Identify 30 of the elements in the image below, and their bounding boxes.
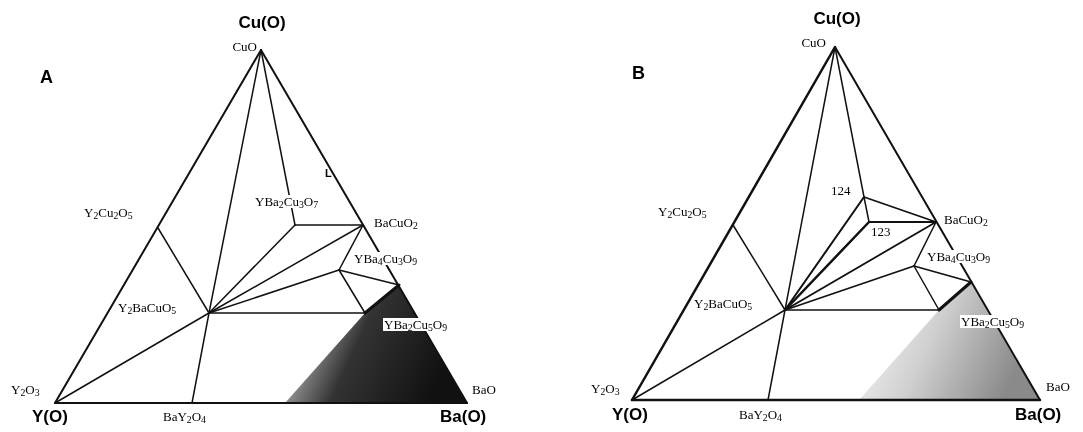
panel-label: A — [40, 68, 53, 86]
phase-label: L — [325, 168, 332, 179]
compound-label: YBa$_{2}$Cu$_{3}$O$_{7}$ — [254, 195, 320, 208]
compound-label: 124 — [830, 184, 852, 197]
vertex-label: Y(O) — [32, 408, 68, 425]
compound-label: 123 — [870, 225, 892, 238]
compound-label: Y$_{2}$O$_{3}$ — [590, 382, 621, 395]
compound-label: YBa$_{2}$Cu$_{5}$O$_{9}$ — [383, 318, 449, 331]
compound-label: Y$_{2}$BaCuO$_{5}$ — [117, 301, 178, 314]
compound-label: YBa$_{4}$Cu$_{3}$O$_{9}$ — [926, 250, 992, 263]
compound-label: BaCuO$_{2}$ — [943, 213, 989, 226]
compound-label: BaCuO$_{2}$ — [373, 216, 419, 229]
compound-label: YBa$_{2}$Cu$_{5}$O$_{9}$ — [960, 315, 1026, 328]
vertex-label: Cu(O) — [238, 14, 286, 31]
compound-label: CuO — [232, 40, 257, 53]
compound-label: BaO — [471, 383, 497, 396]
compound-label: Y$_{2}$O$_{3}$ — [10, 383, 41, 396]
vertex-label: Y(O) — [612, 406, 648, 423]
vertex-label: Ba(O) — [440, 408, 487, 425]
compound-label: Y$_{2}$BaCuO$_{5}$ — [693, 297, 754, 310]
compound-label: YBa$_{4}$Cu$_{3}$O$_{9}$ — [353, 252, 419, 265]
compound-label: BaO — [1045, 380, 1071, 393]
compound-label: BaY$_{2}$O$_{4}$ — [162, 410, 207, 423]
compound-label: Y$_{2}$Cu$_{2}$O$_{5}$ — [83, 206, 134, 219]
compound-label: Y$_{2}$Cu$_{2}$O$_{5}$ — [657, 205, 708, 218]
panel-label: B — [632, 64, 645, 82]
compound-label: BaY$_{2}$O$_{4}$ — [738, 408, 783, 421]
compound-label: CuO — [801, 36, 826, 49]
vertex-label: Cu(O) — [813, 10, 861, 27]
vertex-label: Ba(O) — [1015, 406, 1062, 423]
